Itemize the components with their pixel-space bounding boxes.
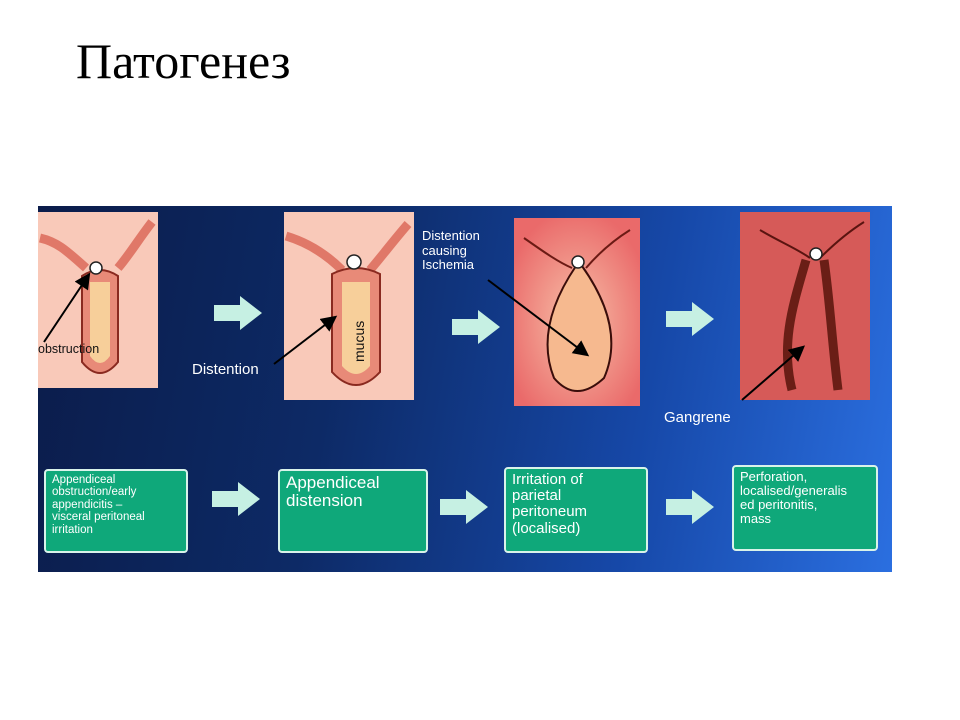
appendix-gangrene-image [740, 212, 870, 400]
slide-title: Патогенез [76, 33, 291, 89]
box-appendiceal-distension: Appendiceal distension [278, 469, 428, 553]
box-perforation-peritonitis: Perforation, localised/generalis ed peri… [732, 465, 878, 551]
flow-arrow-bottom-2 [440, 490, 488, 529]
appendix-ischemia-image [514, 218, 640, 406]
box-appendiceal-obstruction: Appendiceal obstruction/early appendicit… [44, 469, 188, 553]
box-irritation-parietal-peritoneum: Irritation of parietal peritoneum (local… [504, 467, 648, 553]
stage-label-gangrene: Gangrene [664, 409, 731, 426]
stage-label-distention: Distention [192, 361, 259, 378]
appendix-obstruction-image [38, 212, 158, 388]
flow-arrow-2 [452, 310, 500, 349]
mucus-label: mucus [351, 321, 367, 362]
appendix-distention-image: mucus [284, 212, 414, 400]
stage-label-ischemia: Distention causing Ischemia [422, 228, 480, 273]
flow-arrow-3 [666, 302, 714, 341]
stage-label-obstruction: obstruction [38, 342, 100, 356]
flow-arrow-bottom-3 [666, 490, 714, 529]
flow-arrow-1 [214, 296, 262, 335]
pathogenesis-diagram: obstruction mucus Distention [38, 206, 892, 572]
flow-arrow-bottom-1 [212, 482, 260, 521]
